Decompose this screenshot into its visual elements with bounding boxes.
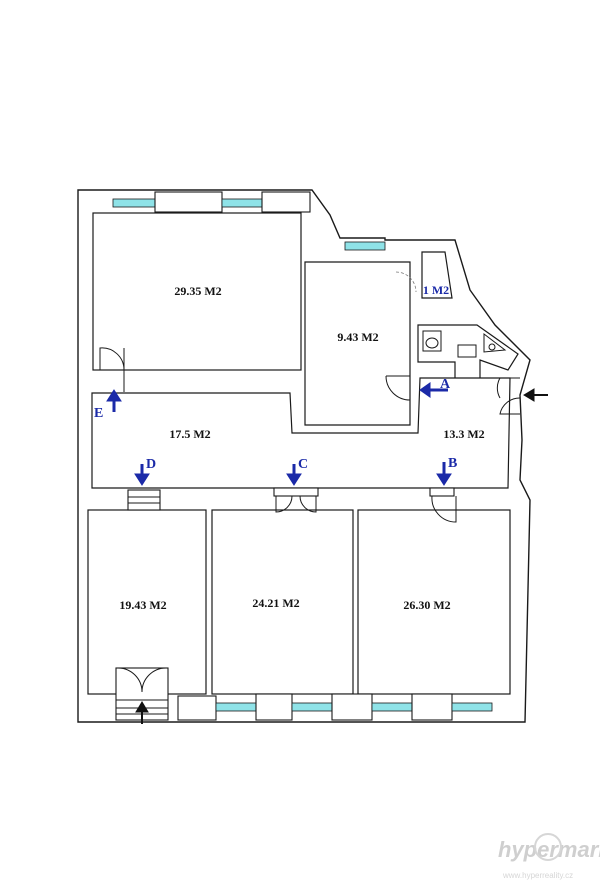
marker-e: E xyxy=(94,389,122,421)
window-pier xyxy=(177,695,217,721)
window xyxy=(221,198,263,208)
room-middle-small xyxy=(304,261,411,426)
marker-c: C xyxy=(286,457,308,486)
entrance-arrow-right xyxy=(523,388,548,402)
marker-d-label: D xyxy=(146,457,156,472)
door-swing xyxy=(431,495,457,523)
door-swing xyxy=(117,667,167,693)
room-area-label: 17.5 M2 xyxy=(169,427,210,441)
door-swing-dashed xyxy=(395,271,417,293)
door-frame xyxy=(273,487,319,497)
marker-c-label: C xyxy=(298,457,308,472)
marker-d: D xyxy=(134,457,156,486)
room-area-label: 24.21 M2 xyxy=(252,596,299,610)
watermark: hypermarket www.hyperreality.cz xyxy=(498,833,600,880)
room-top-left xyxy=(92,212,302,371)
watermark-url: www.hyperreality.cz xyxy=(502,871,573,880)
window-pier xyxy=(331,693,373,721)
shower-drain xyxy=(488,343,496,351)
window-pier xyxy=(261,191,311,213)
room-wc xyxy=(421,251,453,299)
stairs xyxy=(127,489,161,511)
window-pier xyxy=(255,693,293,721)
sink xyxy=(457,344,477,358)
toilet xyxy=(422,330,442,352)
marker-a-label: A xyxy=(440,377,451,392)
window xyxy=(451,702,493,712)
room-bottom-right xyxy=(357,509,511,695)
window xyxy=(112,198,156,208)
room-area-label: 9.43 M2 xyxy=(337,330,378,344)
door-frame xyxy=(429,487,455,497)
door-swing xyxy=(496,377,521,415)
window xyxy=(215,702,257,712)
window xyxy=(291,702,333,712)
room-bottom-left xyxy=(87,509,207,695)
window xyxy=(371,702,413,712)
room-bottom-middle xyxy=(211,509,354,695)
marker-e-label: E xyxy=(94,406,103,421)
marker-b-label: B xyxy=(448,456,457,471)
marker-a: A xyxy=(419,377,451,398)
door-swing xyxy=(275,490,317,513)
room-area-label: 19.43 M2 xyxy=(119,598,166,612)
window-pier xyxy=(154,191,223,213)
room-hall xyxy=(91,377,511,489)
toilet-bowl xyxy=(425,337,439,349)
marker-b: B xyxy=(436,456,457,486)
room-area-label: 26.30 M2 xyxy=(403,598,450,612)
room-area-label: 1 M2 xyxy=(423,283,449,297)
window-pier xyxy=(411,693,453,721)
watermark-logo: hypermarket xyxy=(498,837,600,862)
door-swing xyxy=(385,375,411,401)
watermark-mark xyxy=(534,833,562,861)
room-area-label: 13.3 M2 xyxy=(443,427,484,441)
room-area-label: 29.35 M2 xyxy=(174,284,221,298)
entrance-arrow-bottom xyxy=(135,701,149,724)
shower xyxy=(483,332,507,353)
window xyxy=(344,241,386,251)
